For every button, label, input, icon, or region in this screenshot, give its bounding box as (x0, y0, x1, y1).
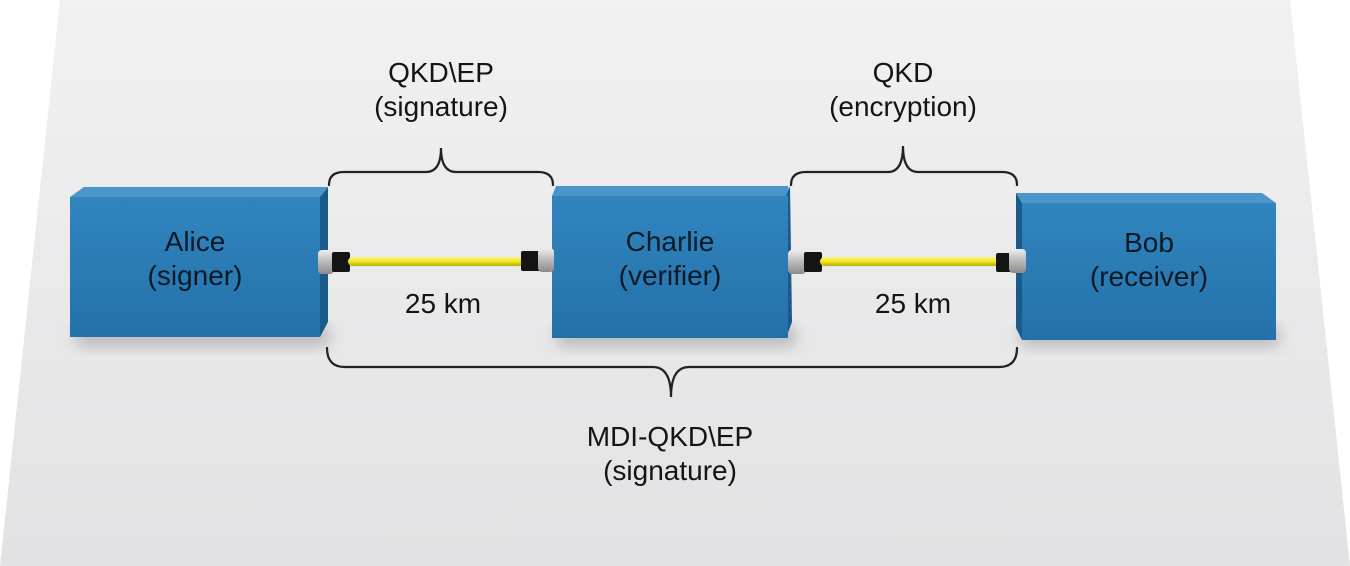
bob-box-shape (1016, 193, 1276, 340)
right-top-bracket-line1: QKD (872, 57, 934, 88)
alice-role: (signer) (147, 260, 243, 291)
left-distance-label: 25 km (404, 288, 482, 319)
alice-node: Alice (signer) (70, 197, 320, 337)
bottom-bracket-label: MDI-QKD\EP (signature) (520, 420, 820, 488)
right-top-bracket-line2: (encryption) (829, 91, 977, 122)
left-fiber-link (318, 248, 554, 274)
bottom-bracket-line1: MDI-QKD\EP (586, 421, 754, 452)
left-top-bracket-label: QKD\EP (signature) (331, 56, 551, 124)
bottom-bracket-line2: (signature) (603, 455, 737, 486)
bob-role: (receiver) (1089, 260, 1209, 292)
charlie-name: Charlie (625, 226, 715, 257)
alice-name: Alice (164, 226, 226, 257)
right-top-brace (789, 145, 1019, 187)
bottom-brace (325, 346, 1019, 398)
alice-box-shape (70, 187, 328, 337)
right-distance-label: 25 km (874, 288, 952, 319)
left-top-bracket-line1: QKD\EP (388, 57, 494, 88)
left-top-brace (327, 147, 555, 187)
bob-name: Bob (1124, 226, 1174, 258)
left-top-bracket-line2: (signature) (374, 91, 508, 122)
charlie-box-shape (552, 186, 792, 338)
right-fiber-link (788, 249, 1026, 274)
bob-node: Bob (receiver) (1022, 203, 1276, 340)
right-top-bracket-label: QKD (encryption) (793, 56, 1013, 124)
charlie-role: (verifier) (618, 260, 722, 291)
charlie-node: Charlie (verifier) (552, 196, 788, 338)
